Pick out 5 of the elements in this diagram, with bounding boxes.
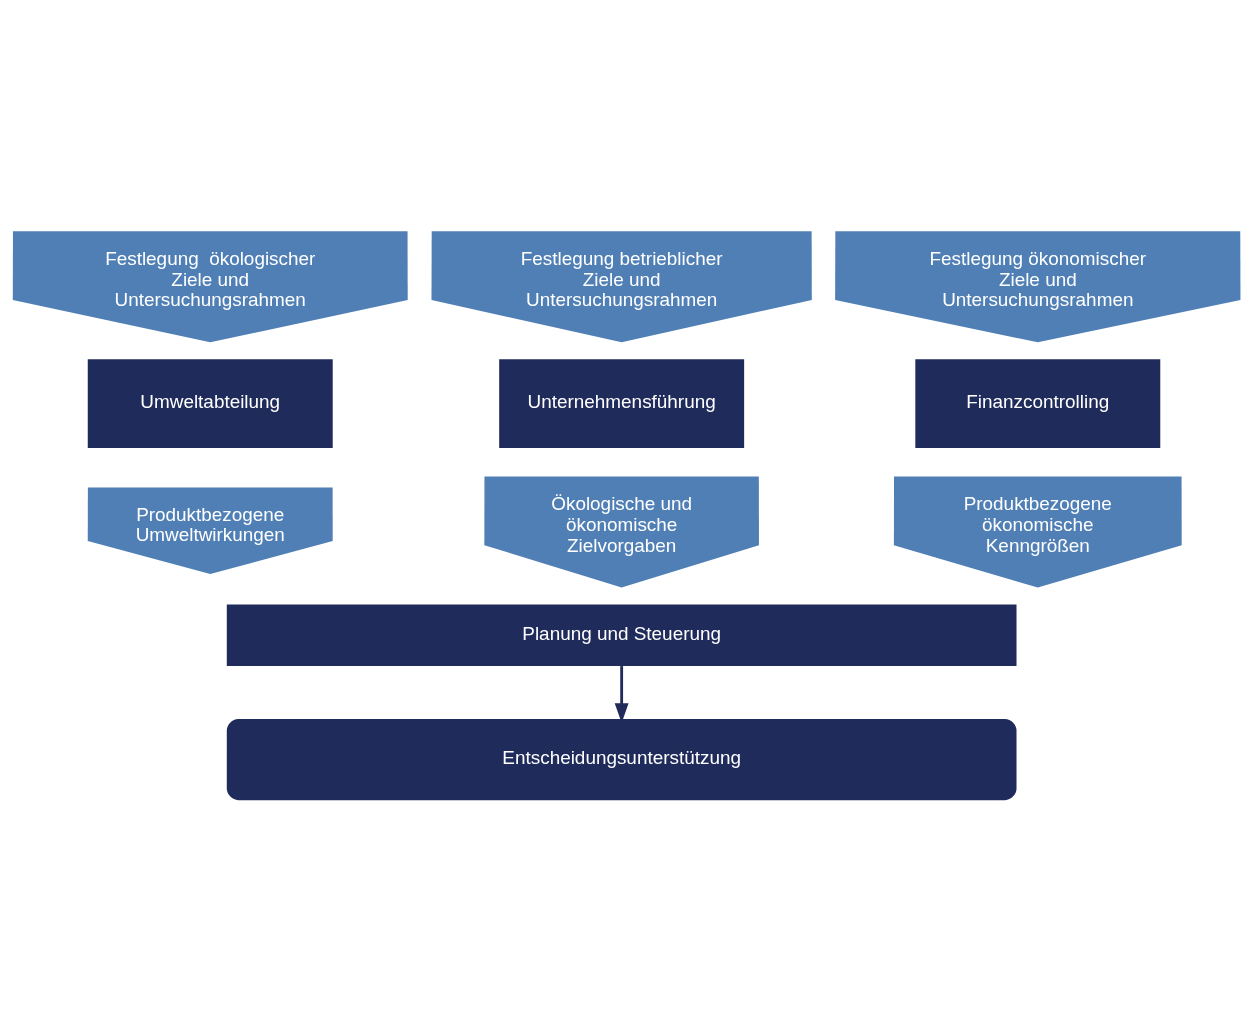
node-box: Entscheidungsunterstützung (226, 718, 1017, 800)
node-box: Finanzcontrolling (915, 358, 1161, 448)
node-box: Unternehmensführung (499, 358, 745, 448)
node-box: Umweltabteilung (87, 358, 333, 448)
node-box: Planung und Steuerung (226, 603, 1017, 666)
